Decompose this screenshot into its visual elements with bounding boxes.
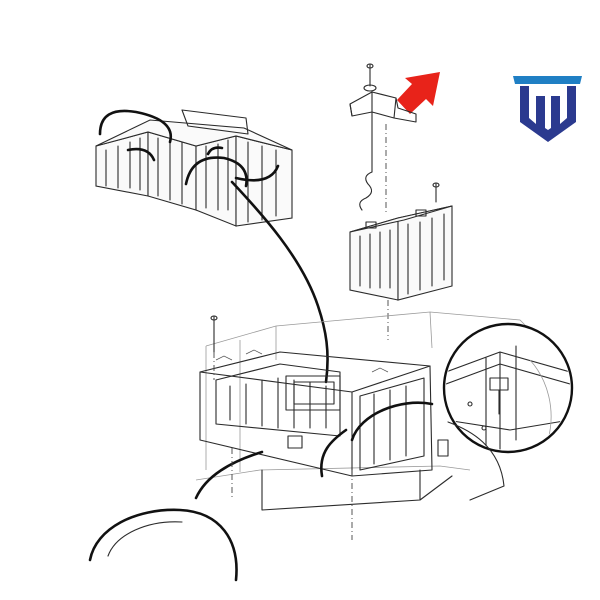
- hold-down-bracket: [349, 63, 417, 212]
- bottom-callout-lens: [88, 448, 264, 582]
- red-pointer-arrow: [397, 72, 440, 114]
- battery-pair-detail: [349, 182, 453, 340]
- battery-cable: [230, 180, 329, 384]
- brand-logo: [513, 76, 582, 142]
- battery-group-detail: [95, 109, 293, 227]
- mounting-bolt-detail: [442, 322, 574, 501]
- vehicle-battery-tray: [195, 311, 541, 540]
